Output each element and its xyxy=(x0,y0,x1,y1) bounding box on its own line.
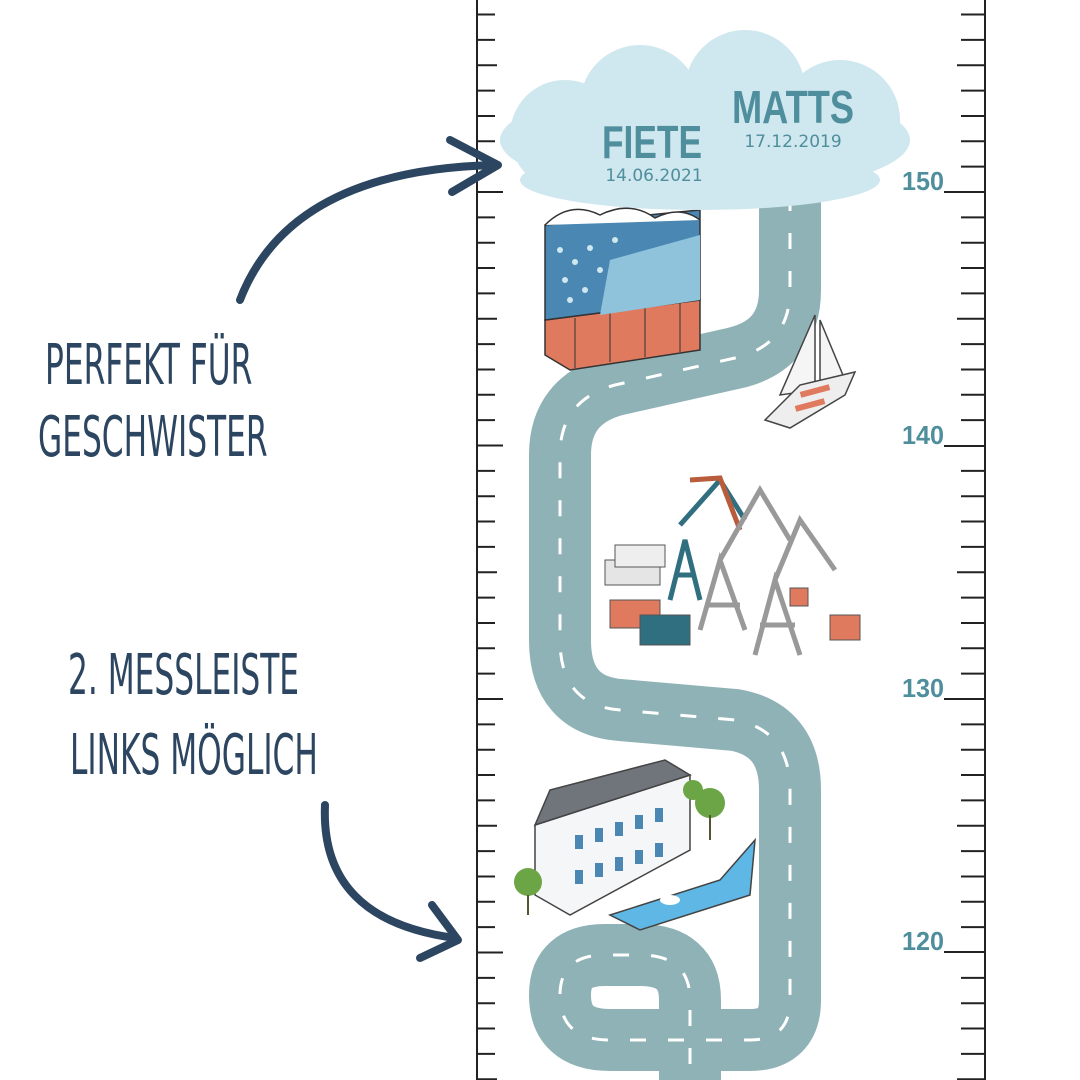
caption-siblings-line1: Perfekt für xyxy=(45,333,253,398)
caption-siblings-line2: Geschwister xyxy=(38,405,268,470)
caption-siblings: Perfekt für xyxy=(45,338,379,394)
speicherstadt-building-icon xyxy=(514,759,756,931)
scale-label-150: 150 xyxy=(902,166,944,196)
arrow-icon xyxy=(236,136,502,304)
child2-date: 17.12.2019 xyxy=(744,132,841,152)
left-ruler-ticks xyxy=(477,13,503,1080)
name-cloud: FIETE 14.06.2021 MATTS 17.12.2019 xyxy=(500,30,910,210)
road-illustration xyxy=(529,195,821,1080)
scale-label-120: 120 xyxy=(902,926,944,956)
caption-second-ruler: 2. Messleiste xyxy=(68,648,441,704)
child2-name: MATTS xyxy=(732,81,854,133)
caption-siblings-2: Geschwister xyxy=(38,410,408,466)
elbphilharmonie-icon xyxy=(544,207,701,371)
scale-labels: 150 140 130 120 xyxy=(902,166,985,956)
caption-second-ruler-line2: links möglich xyxy=(70,723,318,788)
scale-label-130: 130 xyxy=(902,673,944,703)
child1-date: 14.06.2021 xyxy=(605,166,702,186)
caption-second-ruler-line1: 2. Messleiste xyxy=(68,643,300,708)
child1-name: FIETE xyxy=(602,116,702,168)
sailboat-icon xyxy=(763,314,857,429)
arrow-icon xyxy=(320,801,462,962)
scale-label-140: 140 xyxy=(902,420,944,450)
right-ruler-ticks xyxy=(957,13,985,1080)
caption-second-ruler-2: links möglich xyxy=(70,728,470,784)
harbor-cranes-icon xyxy=(604,475,861,656)
